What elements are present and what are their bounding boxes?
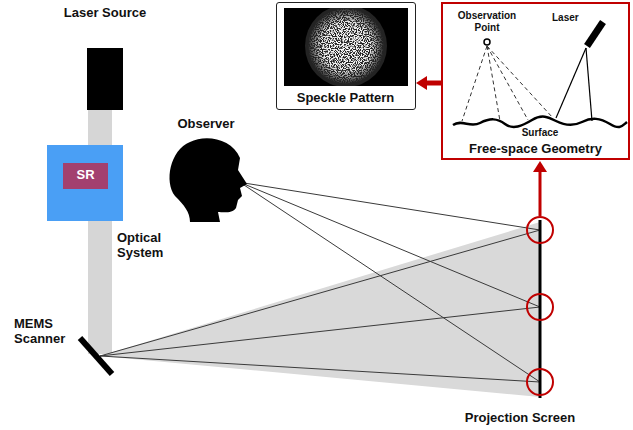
speckle-blob (305, 8, 387, 86)
observer-label: Observer (170, 117, 242, 132)
incident-rays (556, 48, 592, 121)
zoom-arrow (539, 171, 542, 216)
component-label: Laser Source (55, 6, 155, 21)
speckle-image (284, 8, 408, 86)
highlight-circles (527, 217, 553, 395)
component-label: SR (63, 168, 108, 183)
laser-device (587, 22, 603, 46)
panel-title: Free-space Geometry (443, 142, 628, 157)
observer-silhouette (170, 138, 247, 222)
light-rays (100, 183, 540, 382)
laser-housing (87, 48, 123, 110)
panel-title: Speckle Pattern (277, 91, 414, 106)
laser-source: Laser Source (55, 6, 155, 110)
surface-label: Surface (515, 127, 565, 139)
screen-label: Projection Screen (435, 411, 605, 426)
laser-label: Laser (552, 12, 586, 24)
speckle-panel: Speckle Pattern (276, 2, 416, 110)
scatter-rays (462, 46, 553, 121)
component-label: Optical System (117, 231, 179, 261)
optical-system-box: Optical SystemSR (47, 145, 123, 221)
zoom-arrowhead (533, 161, 547, 172)
zoom-arrow (427, 81, 441, 86)
rough-surface (453, 117, 627, 127)
point-label: Observation Point (449, 10, 525, 33)
sr-box: SR (63, 163, 108, 189)
screen-line (539, 220, 542, 398)
mems-mirror (80, 338, 112, 374)
observation-point (484, 39, 490, 45)
projection-fan (100, 222, 540, 397)
scanner-label: MEMS Scanner (14, 317, 74, 347)
geometry-panel: Observation Point LaserSurfaceFree-space … (441, 2, 630, 160)
